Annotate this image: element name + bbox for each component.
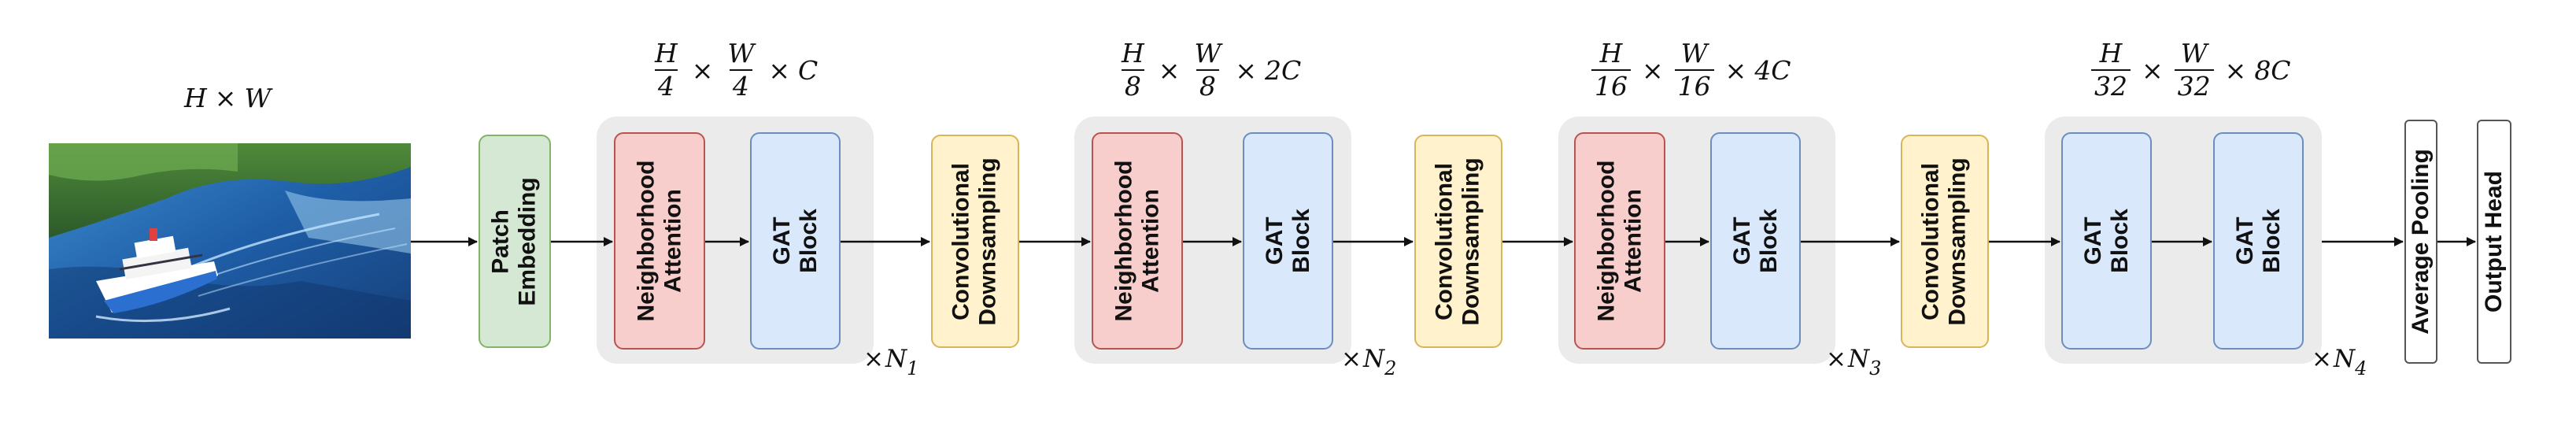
- stage-3-gat-block-label: GAT Block: [1728, 209, 1782, 273]
- stage-2-neighborhood-attention-label: Neighborhood Attention: [1111, 160, 1163, 322]
- stage-2-res-h-den: 8: [1121, 69, 1144, 101]
- stage-3-neighborhood-attention: Neighborhood Attention: [1574, 132, 1665, 350]
- stage-2-repeat-times: ×: [1341, 345, 1362, 373]
- stage-2-repeat-symbol: N: [1362, 345, 1385, 373]
- stage-4-repeat-symbol: N: [2333, 345, 2356, 373]
- stage-2-res-h: H: [1122, 38, 1144, 68]
- stage-2-res-w: W: [1194, 38, 1221, 68]
- stage-4-repeat-times: ×: [2312, 345, 2332, 373]
- stage-4-res-h: H: [2099, 38, 2123, 68]
- stage-3-neighborhood-attention-label: Neighborhood Attention: [1593, 160, 1646, 322]
- stage-2-res-w-den: 8: [1196, 69, 1219, 101]
- stage-3-res-h: H: [1599, 38, 1623, 68]
- stage-2-gat-block: GAT Block: [1243, 132, 1333, 350]
- stage-1-times-b: ×: [768, 54, 791, 86]
- stage-1-times-a: ×: [691, 54, 714, 86]
- output-head-block: Output Head: [2477, 120, 2511, 364]
- stage-3-times-b: ×: [1724, 54, 1747, 86]
- stage-4-channels: 8C: [2254, 54, 2291, 86]
- downsampling-2-label: Convolutional Downsampling: [1432, 157, 1484, 326]
- stage-3-repeat-index: 3: [1869, 357, 1882, 379]
- stage-3-res-h-den: 16: [1591, 69, 1631, 101]
- stage-4-repeat-index: 4: [2355, 357, 2367, 379]
- stage-1-neighborhood-attention-label: Neighborhood Attention: [633, 160, 686, 322]
- average-pooling-block: Average Pooling: [2404, 120, 2437, 364]
- input-size-times: ×: [214, 82, 237, 113]
- downsampling-1-label: Convolutional Downsampling: [948, 157, 1001, 326]
- stage-2-times-a: ×: [1158, 54, 1181, 86]
- stage-4-gat-block-b-label: GAT Block: [2231, 209, 2285, 273]
- stage-1-res-w-den: 4: [729, 69, 752, 101]
- stage-4-times-b: ×: [2224, 54, 2247, 86]
- output-head-label: Output Head: [2481, 171, 2507, 313]
- stage-4-gat-block-b: GAT Block: [2213, 132, 2304, 350]
- downsampling-3-label: Convolutional Downsampling: [1918, 157, 1971, 326]
- stage-2-neighborhood-attention: Neighborhood Attention: [1092, 132, 1183, 350]
- stage-2-channels: 2C: [1265, 54, 1302, 86]
- stage-4-times-a: ×: [2142, 54, 2164, 86]
- input-image: [49, 143, 411, 339]
- stage-3-repeat-times: ×: [1826, 345, 1846, 373]
- stage-4-res-w-den: 32: [2174, 69, 2214, 101]
- stage-1-repeat-symbol: N: [885, 345, 907, 373]
- stage-1-repeat: ×N1: [863, 345, 918, 379]
- stage-4-gat-block-a: GAT Block: [2061, 132, 2152, 350]
- stage-1-gat-block-label: GAT Block: [768, 209, 822, 273]
- stage-2-times-b: ×: [1235, 54, 1258, 86]
- stage-3-times-a: ×: [1642, 54, 1664, 86]
- input-size-w: W: [244, 82, 272, 113]
- stage-3-res-w: W: [1680, 38, 1708, 68]
- stage-1-res-h-den: 4: [654, 69, 678, 101]
- stage-1-res-w: W: [727, 38, 755, 68]
- patch-embedding-label: Patch Embedding: [488, 176, 541, 306]
- stage-2-repeat-index: 2: [1384, 357, 1397, 379]
- stage-1-repeat-index: 1: [907, 357, 919, 379]
- stage-4-res-h-den: 32: [2091, 69, 2131, 101]
- stage-3-repeat: ×N3: [1826, 345, 1881, 379]
- average-pooling-label: Average Pooling: [2408, 149, 2434, 335]
- stage-3-repeat-symbol: N: [1847, 345, 1870, 373]
- downsampling-2: Convolutional Downsampling: [1414, 135, 1502, 348]
- stage-2-gat-block-label: GAT Block: [1261, 209, 1314, 273]
- stage-4-res-w: W: [2180, 38, 2208, 68]
- stage-1-channels: C: [798, 54, 819, 86]
- input-size-label: H × W: [184, 80, 271, 115]
- stage-1-res-h: H: [655, 38, 678, 68]
- patch-embedding-block: Patch Embedding: [479, 135, 551, 348]
- stage-1-neighborhood-attention: Neighborhood Attention: [614, 132, 705, 350]
- stage-2-repeat: ×N2: [1341, 345, 1396, 379]
- input-size-h: H: [184, 82, 207, 113]
- stage-3-channels: 4C: [1754, 54, 1791, 86]
- stage-4-repeat: ×N4: [2312, 345, 2367, 379]
- stage-1-gat-block: GAT Block: [750, 132, 841, 350]
- stage-3-gat-block: GAT Block: [1710, 132, 1801, 350]
- stage-3-res-w-den: 16: [1674, 69, 1714, 101]
- stage-4-gat-block-a-label: GAT Block: [2079, 209, 2133, 273]
- downsampling-3: Convolutional Downsampling: [1901, 135, 1989, 348]
- downsampling-1: Convolutional Downsampling: [931, 135, 1019, 348]
- stage-1-repeat-times: ×: [863, 345, 884, 373]
